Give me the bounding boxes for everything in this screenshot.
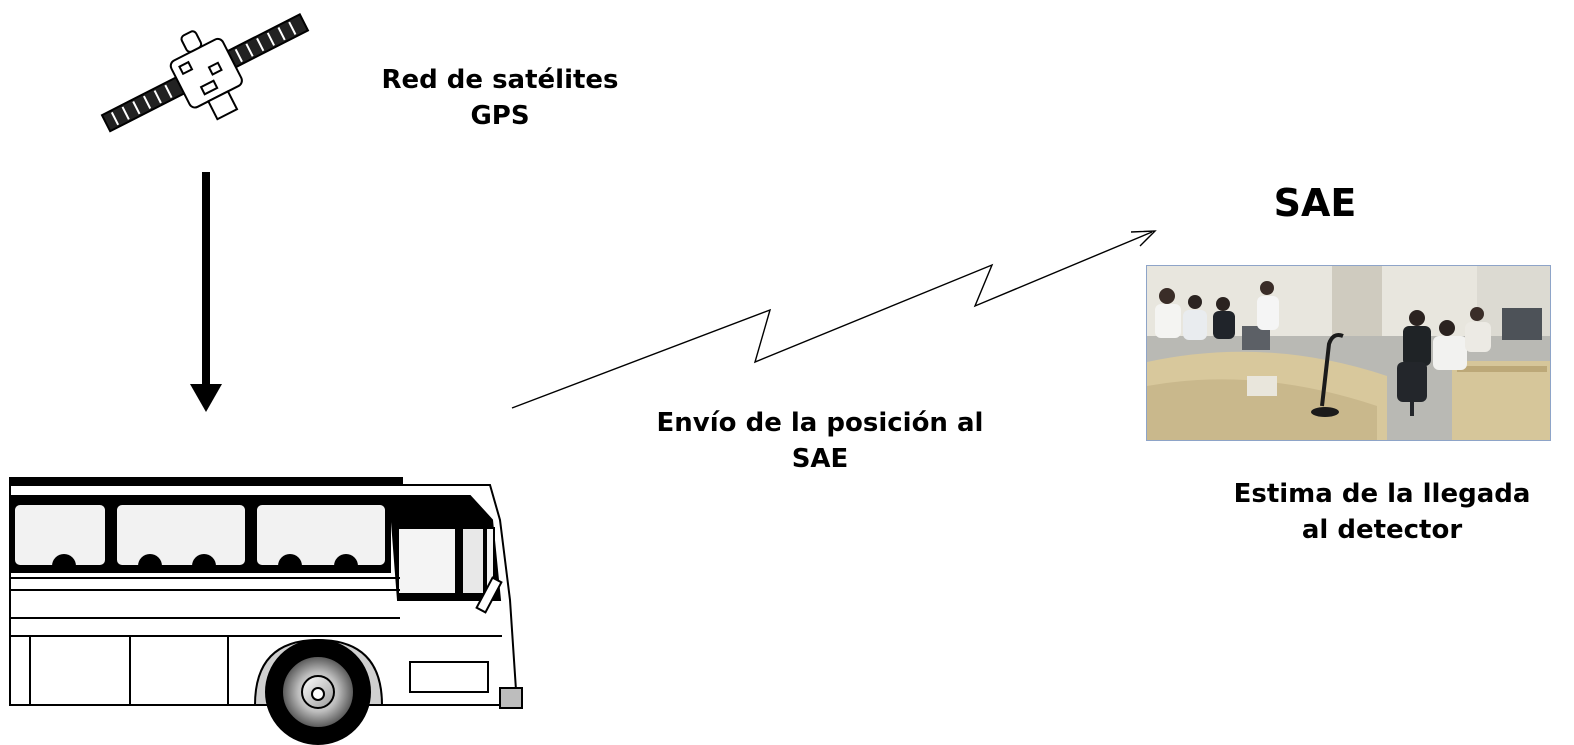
transmission-label: Envío de la posición al SAE bbox=[590, 405, 1050, 477]
satellite-label-line2: GPS bbox=[470, 101, 530, 131]
estimate-label: Estima de la llegada al detector bbox=[1190, 476, 1574, 548]
estimate-label-line2: al detector bbox=[1301, 515, 1463, 545]
bus-icon bbox=[9, 477, 523, 745]
downlink-arrow bbox=[190, 172, 222, 412]
transmission-label-line1: Envío de la posición al bbox=[656, 408, 984, 438]
estimate-label-line1: Estima de la llegada bbox=[1233, 479, 1531, 509]
satellite-icon bbox=[100, 13, 310, 133]
satellite-label-line1: Red de satélites bbox=[381, 65, 619, 95]
satellite-label: Red de satélites GPS bbox=[330, 62, 670, 134]
control-room-photo bbox=[1146, 265, 1551, 441]
sae-title: SAE bbox=[1273, 181, 1357, 225]
transmission-label-line2: SAE bbox=[791, 444, 849, 474]
transmission-arrow bbox=[511, 230, 1157, 409]
